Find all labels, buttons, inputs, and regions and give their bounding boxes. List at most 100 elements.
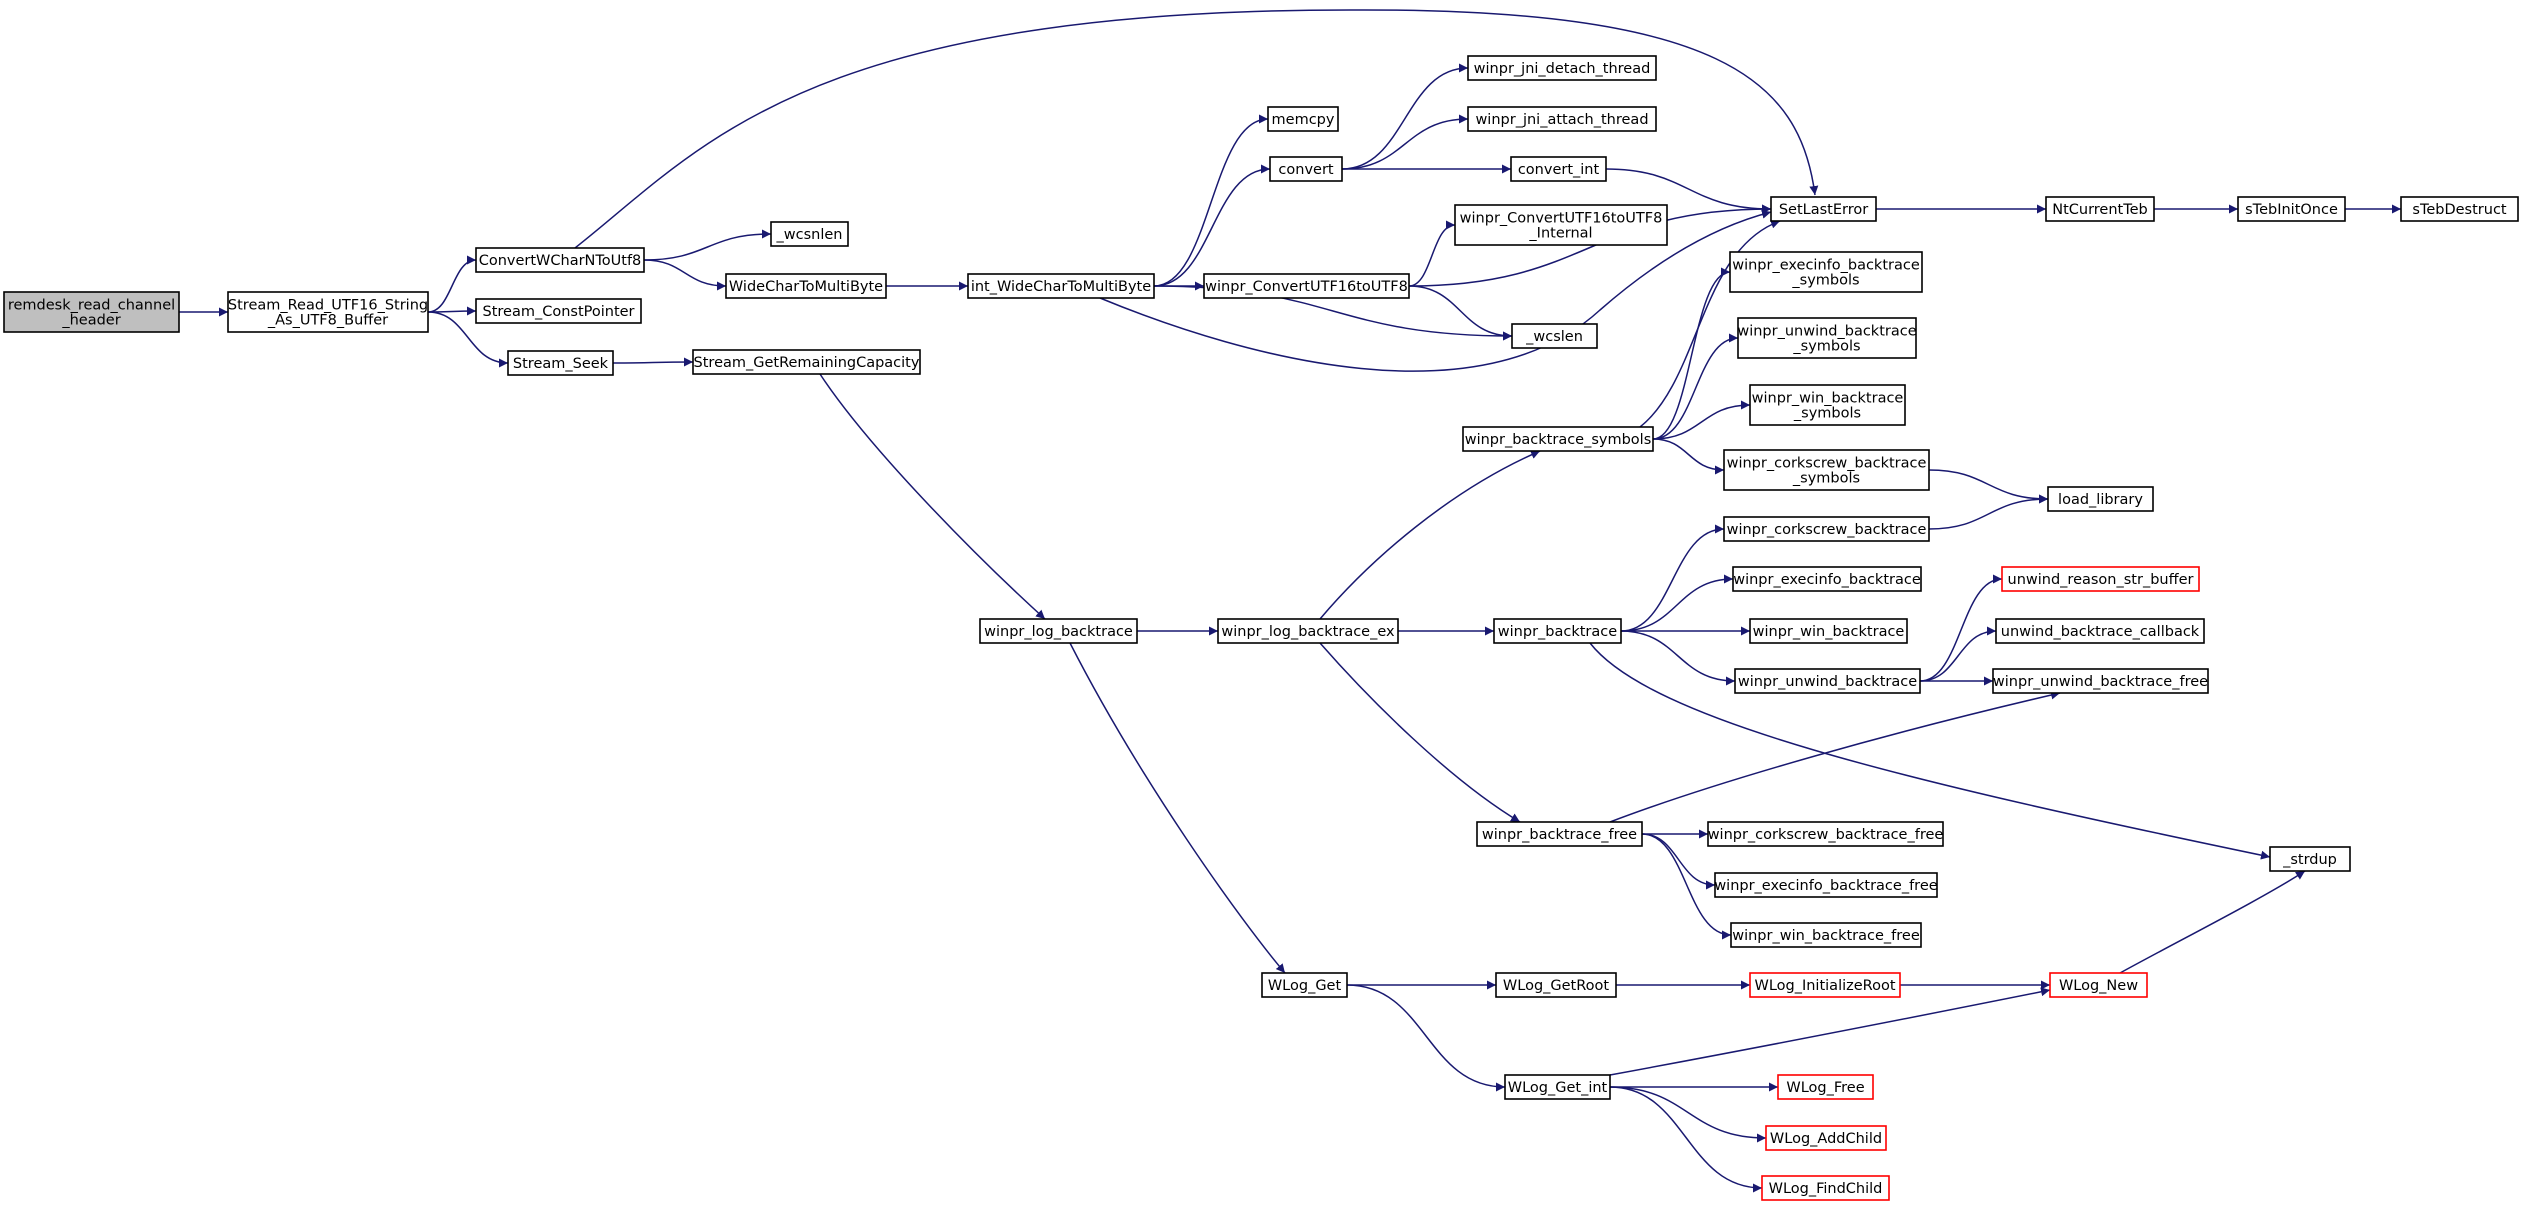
edge-winpr-log-backtrace-ex-to-winpr-backtrace-free: [1319, 642, 1521, 823]
node-winpr-corkscrew-backtrace: winpr_corkscrew_backtrace: [1723, 516, 1930, 542]
node-label: convert_int: [1518, 162, 1600, 178]
edge-winpr-backtrace-symbols-to-winpr-unwind-backtrace-symbols: [1652, 333, 1739, 440]
node-box: [692, 349, 921, 375]
node-box: [1261, 972, 1348, 998]
node-label: WLog_Get_int: [1508, 1080, 1608, 1096]
node-stream-read-utf16-string-as-utf8-buffer: Stream_Read_UTF16_String_As_UTF8_Buffer: [227, 291, 429, 333]
node-winpr-log-backtrace: winpr_log_backtrace: [979, 618, 1138, 644]
node-box: [1462, 426, 1654, 452]
call-edge: [1609, 1086, 1763, 1193]
call-edge: [1620, 630, 1736, 686]
edge-winpr-convertutf16toutf8-to-wcslen: [1408, 285, 1513, 341]
node-label: sTebInitOnce: [2245, 202, 2338, 218]
edge-winpr-backtrace-free-to-winpr-execinfo-backtrace-free: [1641, 833, 1716, 890]
node-label: Stream_Seek: [513, 356, 609, 372]
edge-stream-getremainingcapacity-to-winpr-log-backtrace: [819, 373, 1046, 620]
node-box: [2049, 972, 2148, 998]
edge-wlog-get-int-to-wlog-addchild: [1609, 1086, 1767, 1143]
call-edge: [1153, 114, 1269, 287]
node-wlog-initializeroot: WLog_InitializeRoot: [1749, 972, 1901, 998]
node-label: winpr_backtrace_symbols: [1465, 432, 1652, 448]
node-winpr-unwind-backtrace-symbols: winpr_unwind_backtrace_symbols: [1737, 317, 1917, 359]
node-label: winpr_win_backtrace: [1753, 624, 1905, 640]
node-winpr-win-backtrace-free: winpr_win_backtrace_free: [1730, 922, 1922, 948]
node-box: [1992, 668, 2209, 694]
node-convertwcharntoutf8: ConvertWCharNToUtf8: [475, 247, 645, 273]
node-wlog-get-int: WLog_Get_int: [1504, 1074, 1611, 1100]
node-label: memcpy: [1272, 112, 1335, 128]
node-wlog-addchild: WLog_AddChild: [1765, 1125, 1887, 1151]
node-stream-seek: Stream_Seek: [507, 350, 614, 376]
node-label: convert: [1278, 162, 1333, 178]
node-box: [1761, 1175, 1890, 1201]
node-box: [1454, 204, 1668, 246]
node-remdesk-read-channel-header: remdesk_read_channel_header: [3, 291, 180, 333]
edge-wlog-new-to-strdup: [2119, 870, 2306, 974]
node-label: SetLastError: [1779, 202, 1868, 218]
node-label: winpr_corkscrew_backtrace_free: [1708, 827, 1944, 843]
node-box: [1269, 156, 1343, 182]
edge-winpr-convertutf16toutf8-to-winpr-convertutf16toutf8-internal: [1408, 220, 1456, 287]
call-edge: [1641, 833, 1732, 940]
node-label: _symbols: [1791, 273, 1859, 289]
node-label: Stream_GetRemainingCapacity: [694, 355, 920, 371]
call-edge: [819, 373, 1046, 620]
call-edge: [1341, 114, 1469, 170]
edge-stream-seek-to-stream-getremainingcapacity: [612, 357, 694, 367]
node-label: _Internal: [1528, 226, 1592, 242]
edge-stream-read-utf16-string-as-utf8-buffer-to-convertwcharntoutf8: [427, 255, 477, 313]
node-label: winpr_backtrace: [1498, 624, 1617, 640]
call-edge: [1919, 626, 1997, 682]
node-winpr-corkscrew-backtrace-symbols: winpr_corkscrew_backtrace_symbols: [1723, 449, 1930, 491]
node-box: [475, 298, 642, 324]
node-box: [1217, 618, 1399, 644]
node-label: winpr_log_backtrace_ex: [1221, 624, 1395, 640]
call-edge: [1319, 642, 1521, 823]
call-edge: [1319, 450, 1541, 620]
node-label: WLog_GetRoot: [1503, 978, 1609, 994]
node-label: WideCharToMultiByte: [729, 279, 883, 295]
edge-winpr-backtrace-symbols-to-setlasterror: [1639, 219, 1781, 428]
node-label: WLog_AddChild: [1770, 1131, 1882, 1147]
node-label: winpr_win_backtrace: [1752, 391, 1904, 407]
node-unwind-backtrace-callback: unwind_backtrace_callback: [1995, 618, 2205, 644]
node-wlog-free: WLog_Free: [1777, 1074, 1874, 1100]
edge-convert-int-to-setlasterror: [1605, 168, 1772, 214]
call-edge: [1652, 438, 1725, 475]
node-box: [1749, 972, 1901, 998]
node-label: winpr_corkscrew_backtrace: [1727, 456, 1927, 472]
node-box: [1476, 821, 1643, 847]
node-label: WLog_Get: [1268, 978, 1342, 994]
node-box: [3, 291, 180, 333]
edge-convertwcharntoutf8-to-widechartomultibyte: [643, 259, 727, 291]
edge-convert-to-winpr-jni-detach-thread: [1341, 63, 1469, 170]
node-winpr-corkscrew-backtrace-free: winpr_corkscrew_backtrace_free: [1707, 821, 1944, 847]
edge-winpr-log-backtrace-ex-to-winpr-backtrace-symbols: [1319, 450, 1541, 620]
node-winpr-execinfo-backtrace-symbols: winpr_execinfo_backtrace_symbols: [1729, 251, 1923, 293]
call-edge: [1652, 333, 1739, 440]
node-label: WLog_InitializeRoot: [1754, 978, 1895, 994]
node-winpr-unwind-backtrace: winpr_unwind_backtrace: [1734, 668, 1921, 694]
node-box: [1765, 1125, 1887, 1151]
node-box: [1203, 273, 1410, 299]
call-edge: [427, 255, 477, 313]
node-label: _symbols: [1792, 339, 1860, 355]
node-label: WLog_FindChild: [1769, 1181, 1883, 1197]
node-winpr-jni-attach-thread: winpr_jni_attach_thread: [1467, 106, 1657, 132]
node-box: [1734, 668, 1921, 694]
call-edge: [1408, 204, 1772, 287]
node-label: winpr_unwind_backtrace: [1738, 674, 1917, 690]
edge-winpr-backtrace-symbols-to-winpr-corkscrew-backtrace-symbols: [1652, 438, 1725, 475]
node-memcpy: memcpy: [1267, 106, 1339, 132]
node-label: winpr_unwind_backtrace_free: [1993, 674, 2208, 690]
call-edge: [1639, 219, 1781, 428]
node-box: [2047, 486, 2154, 512]
node-box: [2001, 566, 2200, 592]
call-edge: [1609, 987, 2051, 1076]
node-label: ConvertWCharNToUtf8: [479, 253, 642, 269]
node-box: [1737, 317, 1917, 359]
node-label: winpr_execinfo_backtrace: [1732, 258, 1920, 274]
node-box: [1749, 384, 1906, 426]
node-winpr-backtrace: winpr_backtrace: [1493, 618, 1622, 644]
node-box: [1467, 55, 1657, 81]
